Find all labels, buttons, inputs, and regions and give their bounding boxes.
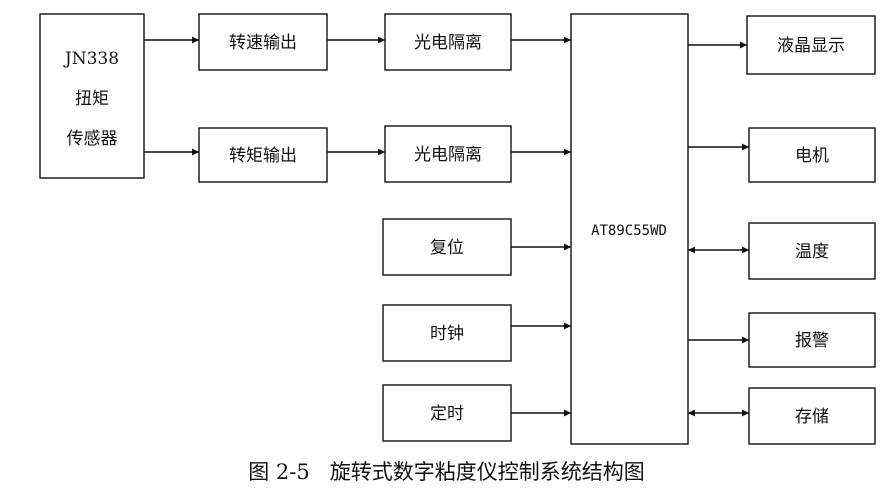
optical-isolation-label-2: 光电隔离 — [414, 145, 482, 165]
storage-label: 存储 — [795, 407, 829, 427]
speed-output-label: 转速输出 — [229, 33, 297, 53]
mcu-label: AT89C55WD — [591, 223, 667, 239]
reset-block: 复位 — [382, 218, 512, 276]
sensor-label-line-3: 传感器 — [67, 129, 118, 149]
sensor-label-line-2: 扭矩 — [75, 89, 109, 109]
reset-label: 复位 — [430, 238, 464, 258]
figure-caption: 图 2-5 旋转式数字粘度仪控制系统结构图 — [248, 460, 645, 484]
torque-output-label: 转矩输出 — [229, 146, 297, 166]
motor-block: 电机 — [748, 127, 876, 183]
temperature-block: 温度 — [748, 222, 876, 280]
timer-label: 定时 — [430, 404, 464, 424]
clock-block: 时钟 — [382, 304, 512, 362]
alarm-label: 报警 — [795, 331, 829, 351]
sensor-label-line-1: JN338 — [63, 49, 119, 69]
connections — [144, 36, 749, 417]
temperature-label: 温度 — [795, 242, 829, 262]
storage-block: 存储 — [748, 387, 876, 445]
alarm-block: 报警 — [748, 312, 876, 368]
sensor-block: JN338 扭矩 传感器 — [39, 13, 145, 179]
control-system-block-diagram: JN338 扭矩 传感器 转速输出 转矩输出 光电隔离 光电隔离 复位 时钟 定… — [39, 13, 876, 445]
lcd-display-block: 液晶显示 — [746, 15, 876, 75]
optical-isolation-block-1: 光电隔离 — [384, 13, 512, 71]
optical-isolation-block-2: 光电隔离 — [384, 125, 512, 183]
optical-isolation-label-1: 光电隔离 — [414, 33, 482, 53]
speed-output-block: 转速输出 — [198, 13, 328, 71]
motor-label: 电机 — [795, 146, 829, 166]
torque-output-block: 转矩输出 — [198, 127, 328, 183]
clock-label: 时钟 — [430, 324, 464, 344]
mcu-block: AT89C55WD — [570, 13, 689, 445]
lcd-display-label: 液晶显示 — [777, 36, 845, 56]
timer-block: 定时 — [382, 384, 512, 442]
